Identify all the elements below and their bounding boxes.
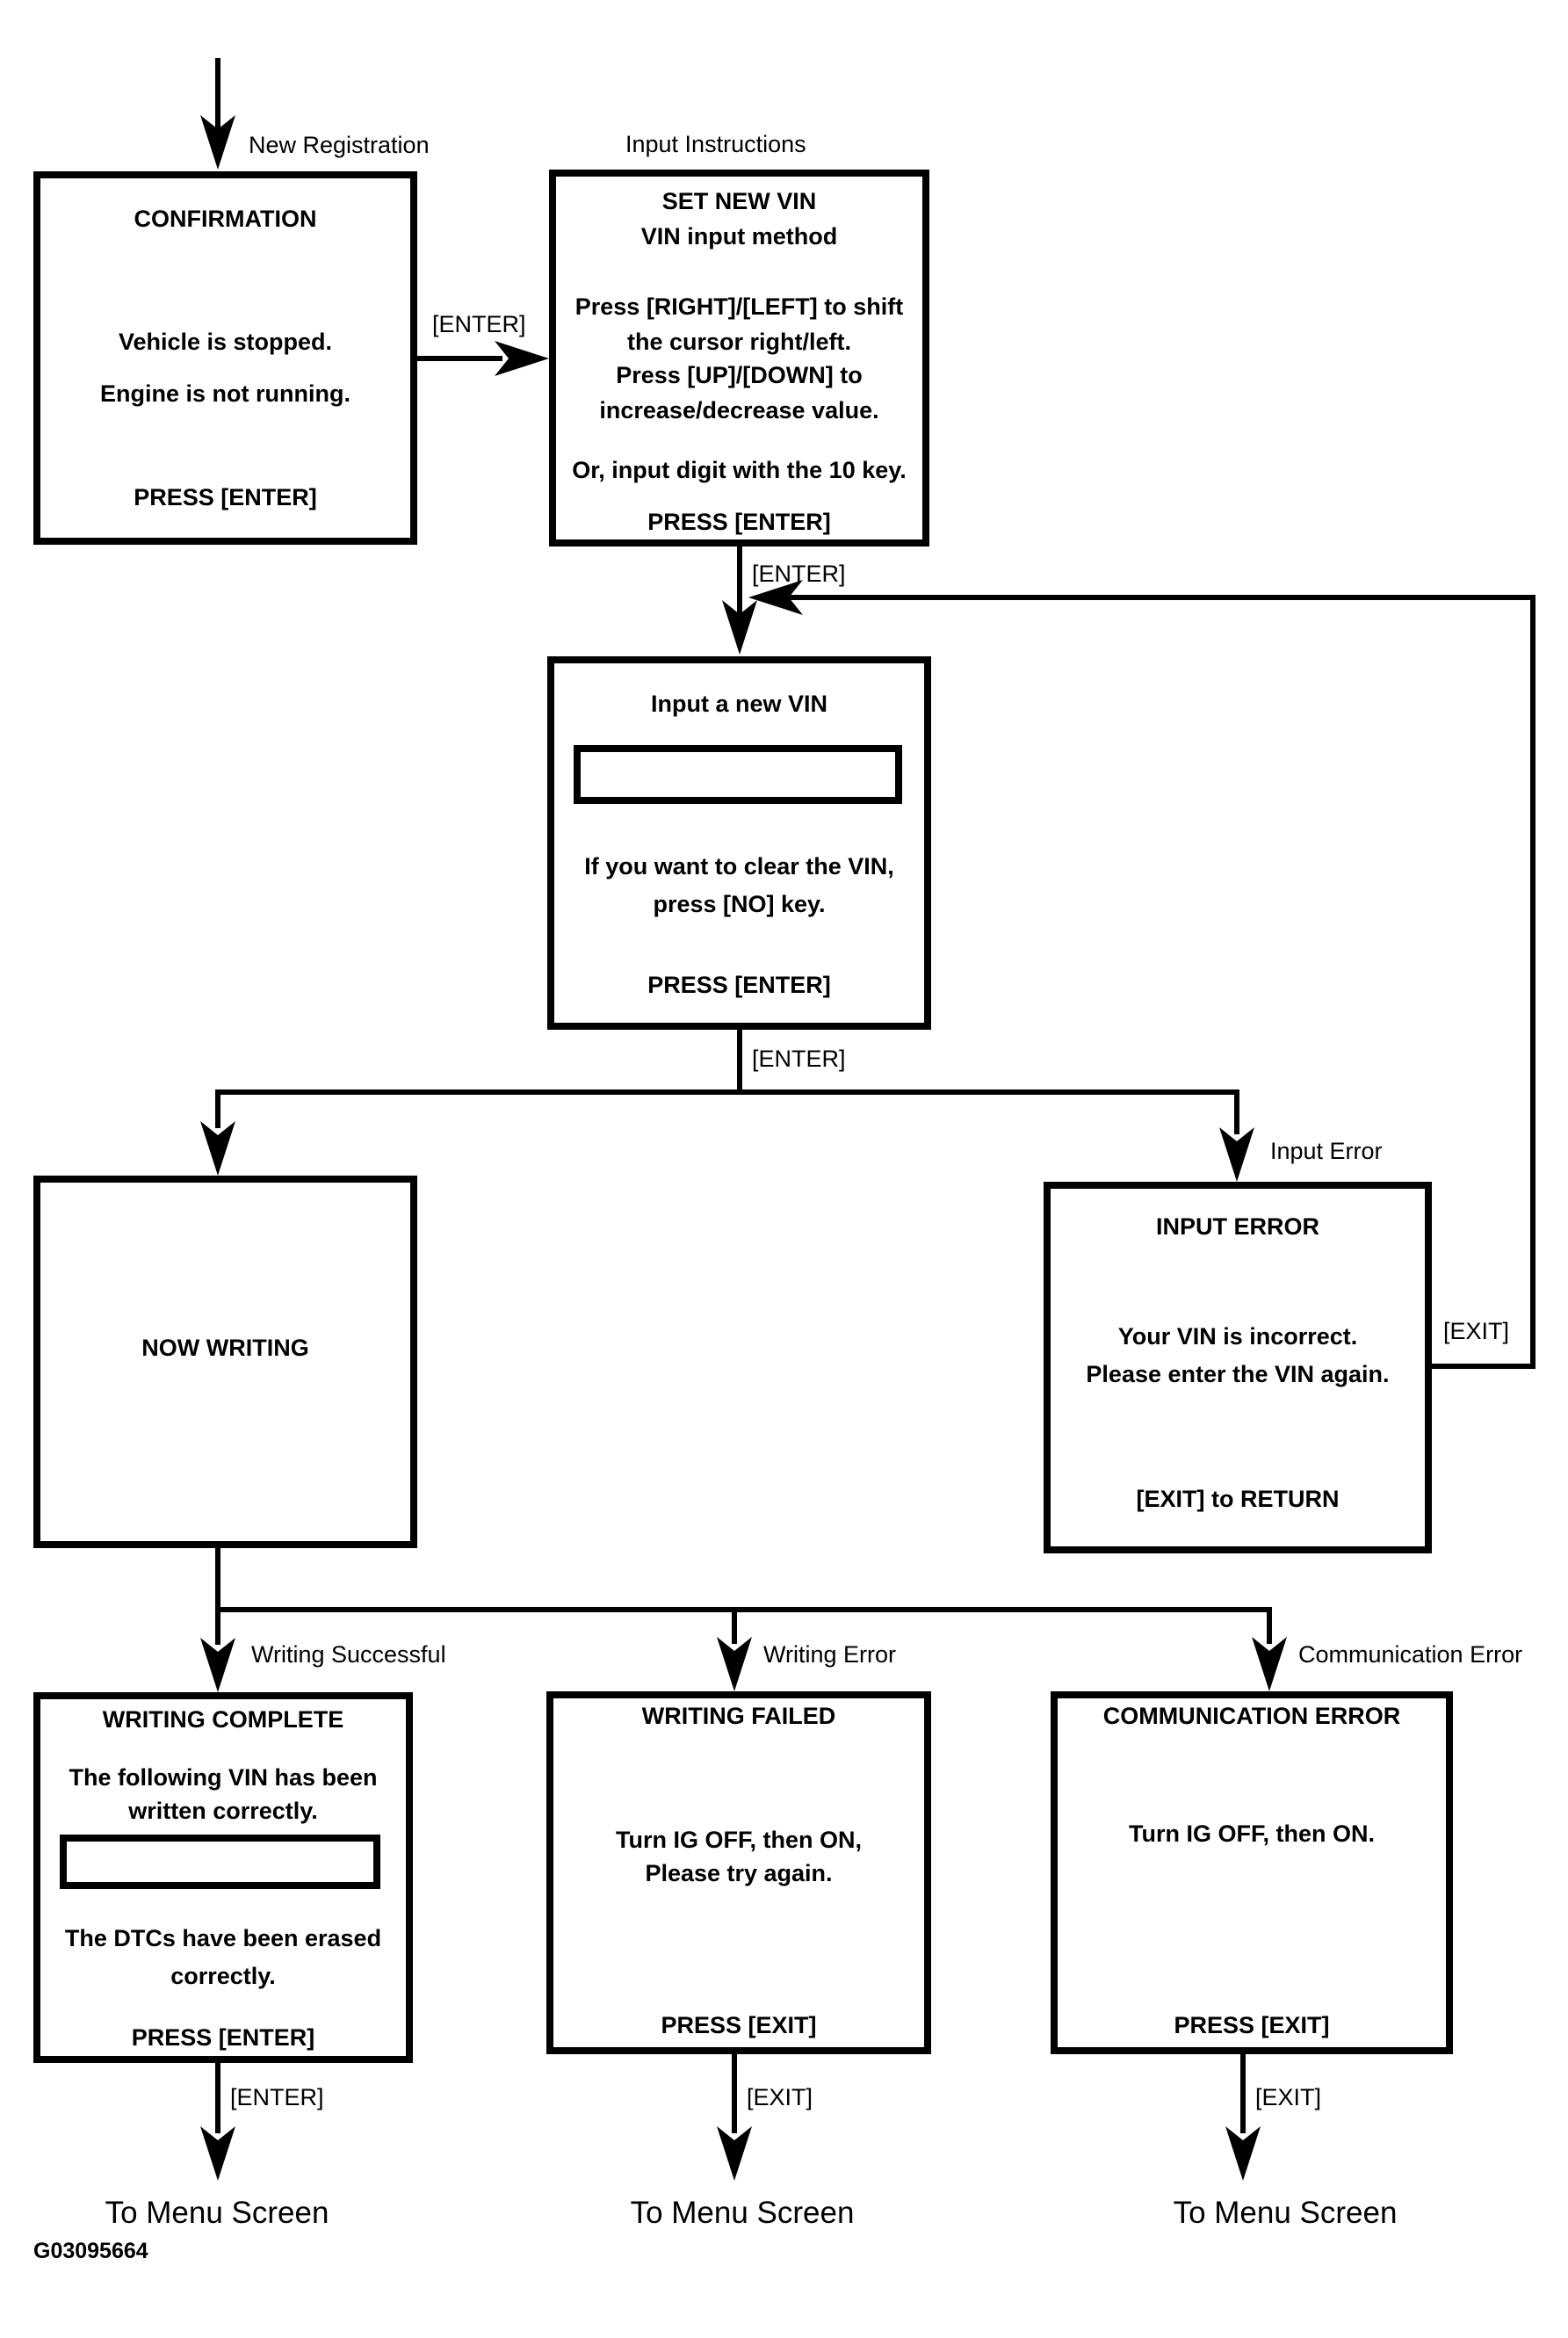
writing-failed-body-line: Turn IG OFF, then ON, bbox=[616, 1827, 862, 1853]
input-error-body-line: Please enter the VIN again. bbox=[1086, 1361, 1390, 1387]
input-instructions-label: Input Instructions bbox=[625, 131, 806, 157]
to-setnewvin-arrowhead-icon bbox=[495, 341, 549, 376]
enter-label-between-boxes: [ENTER] bbox=[432, 311, 526, 337]
writing-complete-box: WRITING COMPLETE The following VIN has b… bbox=[33, 1692, 413, 2063]
failed-in-arrowhead-icon bbox=[717, 1637, 752, 1691]
writing-complete-body-line: The following VIN has been bbox=[69, 1764, 378, 1791]
set-new-vin-body-line: the cursor right/left. bbox=[626, 329, 852, 355]
communication-error-branch-label: Communication Error bbox=[1298, 1641, 1523, 1668]
enter-label-after-input: [ENTER] bbox=[752, 1046, 846, 1072]
confirmation-body-line: Engine is not running. bbox=[100, 380, 350, 407]
exit-feedback-label: [EXIT] bbox=[1443, 1318, 1510, 1344]
writing-complete-title: WRITING COMPLETE bbox=[102, 1706, 344, 1733]
menu1-arrowhead-icon bbox=[200, 2126, 235, 2181]
writing-failed-body-line: Please try again. bbox=[645, 1860, 833, 1886]
set-new-vin-footer: PRESS [ENTER] bbox=[647, 509, 831, 535]
now-writing-box: NOW WRITING bbox=[33, 1176, 417, 1548]
set-new-vin-body-line: Press [UP]/[DOWN] to bbox=[616, 362, 863, 388]
writing-failed-title: WRITING FAILED bbox=[641, 1703, 836, 1729]
enter-label-after-instructions: [ENTER] bbox=[752, 561, 846, 587]
set-new-vin-body-line: Press [RIGHT]/[LEFT] to shift bbox=[574, 293, 904, 320]
writing-successful-label: Writing Successful bbox=[251, 1641, 446, 1668]
writing-complete-body-line: written correctly. bbox=[128, 1798, 318, 1824]
input-new-vin-footer: PRESS [ENTER] bbox=[647, 972, 831, 998]
input-new-vin-body-line: If you want to clear the VIN, bbox=[584, 853, 894, 879]
confirmation-body-line: Vehicle is stopped. bbox=[118, 329, 333, 355]
menu3-arrowhead-icon bbox=[1225, 2126, 1261, 2181]
nowwriting-in-arrowhead-icon bbox=[200, 1121, 235, 1176]
input-error-footer: [EXIT] to RETURN bbox=[1136, 1486, 1340, 1512]
writing-error-label: Writing Error bbox=[763, 1641, 897, 1668]
commerror-in-arrowhead-icon bbox=[1252, 1637, 1287, 1691]
input-new-vin-title: Input a new VIN bbox=[650, 691, 827, 717]
exit-label-bottom-comm: [EXIT] bbox=[1255, 2084, 1322, 2110]
writing-failed-footer: PRESS [EXIT] bbox=[661, 2012, 817, 2038]
writing-complete-footer: PRESS [ENTER] bbox=[131, 2024, 315, 2051]
set-new-vin-title-line: SET NEW VIN bbox=[661, 188, 817, 214]
input-error-title: INPUT ERROR bbox=[1155, 1213, 1319, 1240]
input-new-vin-body-line: press [NO] key. bbox=[653, 891, 826, 917]
input-error-branch-label: Input Error bbox=[1270, 1138, 1383, 1164]
input-error-box: INPUT ERROR Your VIN is incorrect. Pleas… bbox=[1044, 1182, 1432, 1553]
enter-label-bottom: [ENTER] bbox=[230, 2084, 324, 2110]
written-vin-field bbox=[60, 1835, 380, 1889]
exit-label-bottom-failed: [EXIT] bbox=[747, 2084, 813, 2110]
input-new-vin-box: Input a new VIN If you want to clear the… bbox=[547, 656, 931, 1030]
writing-failed-box: WRITING FAILED Turn IG OFF, then ON, Ple… bbox=[546, 1691, 931, 2054]
confirmation-box: CONFIRMATION Vehicle is stopped. Engine … bbox=[33, 171, 417, 545]
writing-complete-body-line: The DTCs have been erased bbox=[64, 1925, 382, 1951]
complete-in-arrowhead-icon bbox=[200, 1638, 235, 1692]
set-new-vin-note: Or, input digit with the 10 key. bbox=[572, 457, 907, 483]
communication-error-title: COMMUNICATION ERROR bbox=[1102, 1703, 1401, 1729]
input-error-body-line: Your VIN is incorrect. bbox=[1117, 1323, 1358, 1350]
figure-id: G03095664 bbox=[33, 2239, 148, 2263]
set-new-vin-title-line: VIN input method bbox=[640, 223, 838, 250]
vin-input-field[interactable] bbox=[574, 745, 902, 804]
setnewvin-down-arrowhead-icon bbox=[722, 600, 757, 655]
now-writing-title: NOW WRITING bbox=[141, 1335, 309, 1361]
to-menu-screen-label: To Menu Screen bbox=[630, 2196, 855, 2230]
menu2-arrowhead-icon bbox=[717, 2126, 752, 2181]
to-menu-screen-label: To Menu Screen bbox=[105, 2196, 329, 2230]
communication-error-footer: PRESS [EXIT] bbox=[1174, 2012, 1330, 2038]
confirmation-title: CONFIRMATION bbox=[134, 206, 317, 232]
set-new-vin-body-line: increase/decrease value. bbox=[599, 397, 879, 423]
writing-complete-body-line: correctly. bbox=[170, 1963, 276, 1989]
inputerror-in-arrowhead-icon bbox=[1219, 1127, 1254, 1182]
exit-return-arrowhead-icon bbox=[748, 580, 803, 615]
confirmation-footer: PRESS [ENTER] bbox=[134, 484, 317, 510]
communication-error-body-line: Turn IG OFF, then ON. bbox=[1129, 1820, 1375, 1847]
set-new-vin-box: SET NEW VIN VIN input method Press [RIGH… bbox=[549, 170, 929, 546]
entry-arrowhead-icon bbox=[200, 115, 235, 170]
to-menu-screen-label: To Menu Screen bbox=[1173, 2196, 1398, 2230]
new-registration-label: New Registration bbox=[249, 132, 430, 158]
communication-error-box: COMMUNICATION ERROR Turn IG OFF, then ON… bbox=[1051, 1691, 1453, 2054]
